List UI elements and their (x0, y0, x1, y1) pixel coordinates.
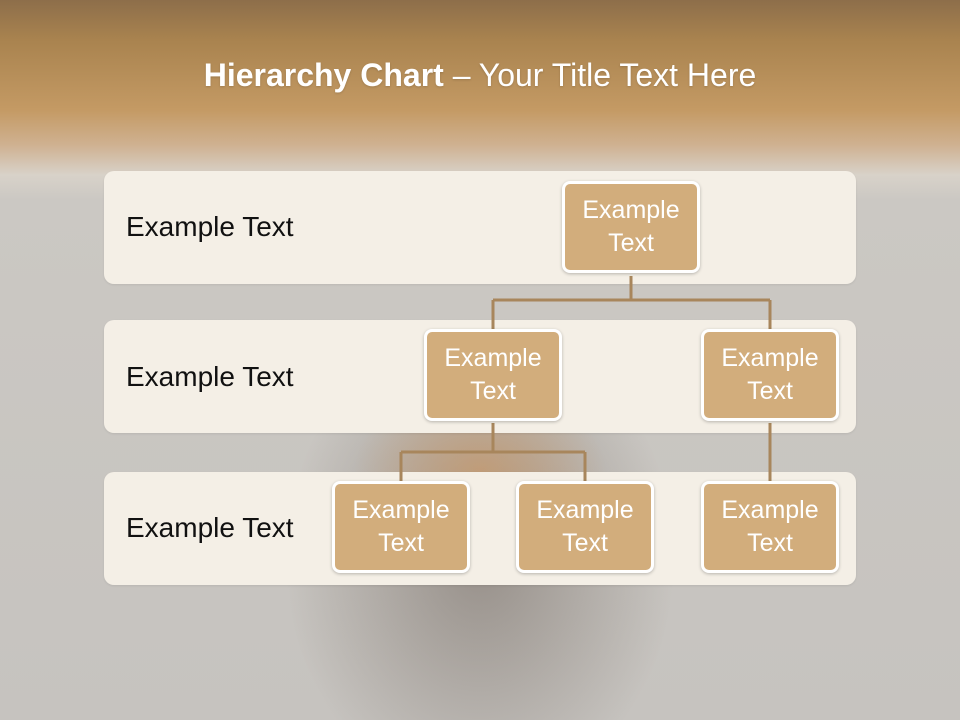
connector-root (491, 276, 772, 329)
org-node-level2-right[interactable]: Example Text (701, 329, 839, 421)
org-node-level2-left[interactable]: Example Text (424, 329, 562, 421)
org-node-level3-middle[interactable]: Example Text (516, 481, 654, 573)
title-bold: Hierarchy Chart (203, 57, 444, 93)
org-node-root[interactable]: Example Text (562, 181, 700, 273)
level-label-2: Example Text (126, 361, 294, 392)
level-label-3: Example Text (126, 512, 294, 543)
level-band-1 (104, 171, 856, 284)
connector-left-branch (399, 423, 587, 481)
slide-title: Hierarchy Chart – Your Title Text Here (0, 52, 960, 98)
level-label-1: Example Text (126, 211, 294, 242)
title-rest: – Your Title Text Here (443, 57, 757, 93)
org-node-level3-left[interactable]: Example Text (332, 481, 470, 573)
org-node-level3-right[interactable]: Example Text (701, 481, 839, 573)
